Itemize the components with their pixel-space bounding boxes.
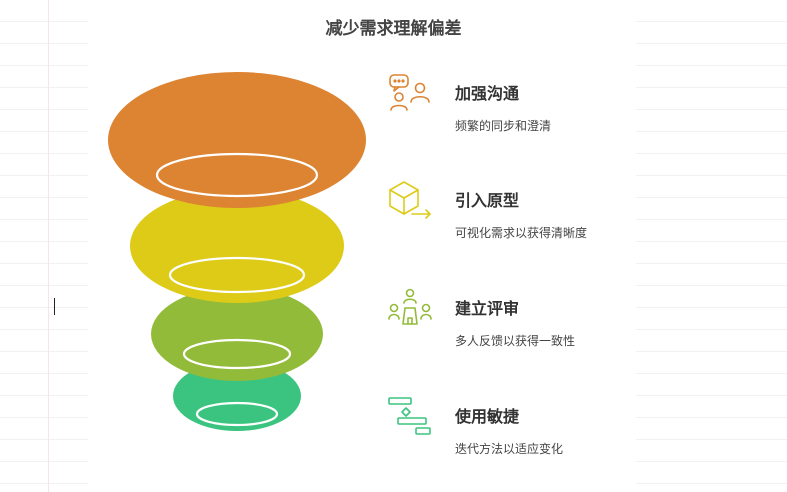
funnel-layer-3 (151, 287, 323, 381)
strategy-item-review: 建立评审 多人反馈以获得一致性 (386, 288, 646, 358)
strategy-description: 迭代方法以适应变化 (455, 442, 564, 456)
funnel-layer-1 (108, 72, 366, 208)
review-meeting-icon (388, 288, 432, 325)
text-cursor (54, 298, 55, 315)
strategy-item-communication: 加强沟通 频繁的同步和澄清 (386, 73, 646, 143)
strategy-description: 频繁的同步和澄清 (455, 119, 552, 133)
strategy-item-agile: 使用敏捷 迭代方法以适应变化 (386, 396, 646, 466)
funnel-layer-2 (130, 189, 344, 303)
box-arrow-icon (389, 181, 431, 219)
strategy-heading: 使用敏捷 (455, 407, 520, 426)
strategy-description: 可视化需求以获得清晰度 (455, 226, 588, 240)
background-margin-line (48, 0, 49, 492)
strategy-heading: 建立评审 (455, 299, 520, 318)
page-title: 减少需求理解偏差 (325, 19, 462, 39)
chat-people-icon (389, 74, 430, 111)
strategy-description: 多人反馈以获得一致性 (455, 334, 576, 348)
strategy-heading: 加强沟通 (455, 84, 520, 103)
strategy-item-prototype: 引入原型 可视化需求以获得清晰度 (386, 180, 646, 250)
funnel-layer-4 (173, 361, 301, 431)
gantt-icon (388, 397, 431, 435)
strategy-heading: 引入原型 (455, 191, 520, 210)
